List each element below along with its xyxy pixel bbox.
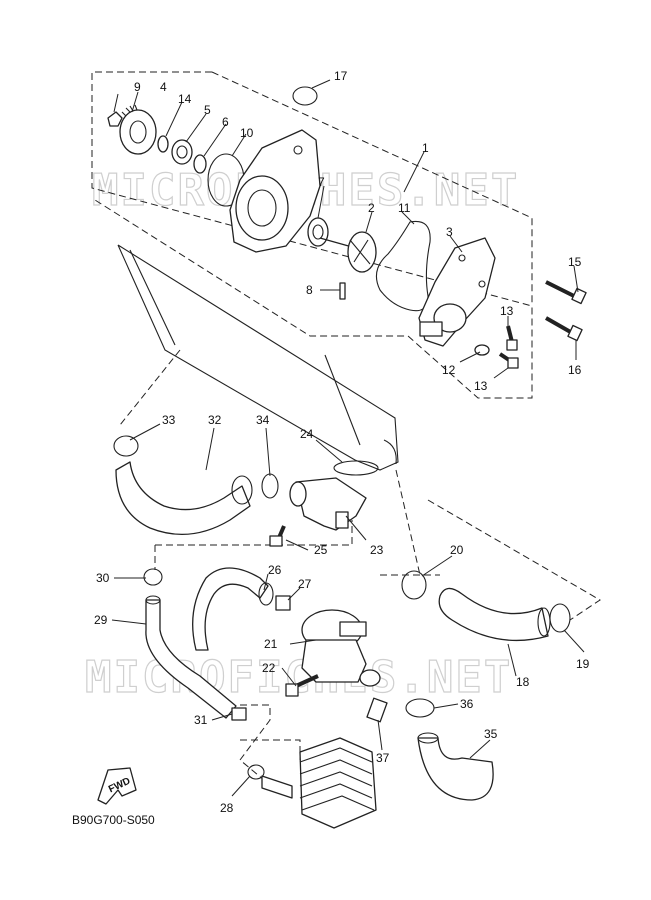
part-9-nut (107, 111, 123, 127)
callout-35: 35 (484, 727, 498, 741)
oil-cooler (299, 737, 377, 829)
callout-28: 28 (220, 801, 234, 815)
part-32-hose-end (231, 475, 253, 505)
callout-36: 36 (460, 697, 474, 711)
part-18-hose (438, 587, 549, 642)
callout-29: 29 (94, 613, 108, 627)
callout-19: 19 (576, 657, 590, 671)
callout-4: 4 (160, 80, 167, 94)
part-19-clamp (549, 603, 571, 633)
callout-1: 1 (422, 141, 429, 155)
callout-17: 17 (334, 69, 348, 83)
part-24-o-ring (333, 460, 379, 476)
part-26-hose (192, 567, 269, 651)
callout-30: 30 (96, 571, 110, 585)
callout-13-upper: 13 (500, 304, 514, 318)
part-37-clip (366, 697, 388, 723)
part-5-bearing (171, 139, 193, 165)
part-11-gasket (375, 220, 431, 312)
callout-7: 7 (318, 175, 325, 189)
hose-route-7 (239, 704, 271, 786)
part-25-bolt (269, 525, 286, 547)
callout-32: 32 (208, 413, 222, 427)
callout-20: 20 (450, 543, 464, 557)
pump-assembly-boundary (91, 71, 533, 399)
callout-8: 8 (306, 283, 313, 297)
part-8-pin (339, 282, 346, 300)
part-2-impeller (319, 231, 377, 273)
callout-14: 14 (178, 92, 192, 106)
callout-26: 26 (268, 563, 282, 577)
part-28-hose (247, 764, 293, 799)
callout-21: 21 (264, 637, 278, 651)
callout-15: 15 (568, 255, 582, 269)
part-23-thermostat-cover (289, 477, 367, 531)
callout-9: 9 (134, 80, 141, 94)
callout-labels: 17 9 4 14 5 6 10 1 7 2 11 3 15 8 13 12 1… (94, 69, 590, 815)
part-3-pump-cover (418, 237, 496, 347)
part-35-hose (417, 737, 494, 801)
part-27-clamp (275, 595, 291, 611)
part-16-bolt (545, 316, 583, 342)
pump-assembly-boundary-top (211, 71, 533, 306)
part-34-clamp (261, 473, 279, 499)
callout-31: 31 (194, 713, 208, 727)
part-21-thermostat-housing (301, 609, 381, 687)
callout-12: 12 (442, 363, 456, 377)
watermark-bottom: MICROFICHES.NET (85, 652, 512, 703)
part-32-hose (115, 461, 251, 536)
hose-route-3 (427, 499, 601, 621)
part-13-bolt-lower (498, 352, 519, 369)
part-31-clamp (231, 707, 247, 721)
diagram-code: B90G700-S050 (72, 813, 155, 827)
part-1-pump-housing (229, 129, 321, 253)
fwd-arrow-icon: FWD (97, 767, 137, 805)
callout-22: 22 (262, 661, 276, 675)
part-6-seal (193, 154, 207, 174)
callout-24: 24 (300, 427, 314, 441)
part-29-hose-end (145, 595, 161, 605)
part-22-bolt (285, 674, 319, 697)
callout-23: 23 (370, 543, 384, 557)
part-15-bolt (545, 280, 587, 305)
part-14-washer (157, 135, 169, 153)
callout-10: 10 (240, 126, 254, 140)
callout-34: 34 (256, 413, 270, 427)
callout-37: 37 (376, 751, 390, 765)
part-30-clamp (143, 568, 163, 586)
callout-13-lower: 13 (474, 379, 488, 393)
callout-25: 25 (314, 543, 328, 557)
part-29-hose (145, 599, 237, 719)
hose-route-4 (155, 520, 353, 546)
part-13-bolt-upper (506, 325, 518, 351)
callout-16: 16 (568, 363, 582, 377)
hose-route-8 (240, 739, 301, 760)
leader-lines (111, 79, 585, 797)
hose-route-1 (119, 349, 181, 426)
callout-11: 11 (398, 201, 411, 215)
callout-3: 3 (446, 225, 453, 239)
callout-6: 6 (222, 115, 229, 129)
part-17-o-ring (292, 86, 318, 106)
callout-33: 33 (162, 413, 176, 427)
part-4-impeller-gear (119, 104, 157, 155)
callout-2: 2 (368, 201, 375, 215)
radiator (117, 244, 399, 471)
part-7-mechanical-seal (307, 217, 329, 247)
callout-5: 5 (204, 103, 211, 117)
part-35-hose-end (417, 732, 439, 744)
part-33-clamp (113, 435, 139, 457)
hose-route-2 (395, 469, 421, 576)
callout-18: 18 (516, 675, 530, 689)
callout-27: 27 (298, 577, 312, 591)
part-20-clamp (401, 570, 427, 600)
